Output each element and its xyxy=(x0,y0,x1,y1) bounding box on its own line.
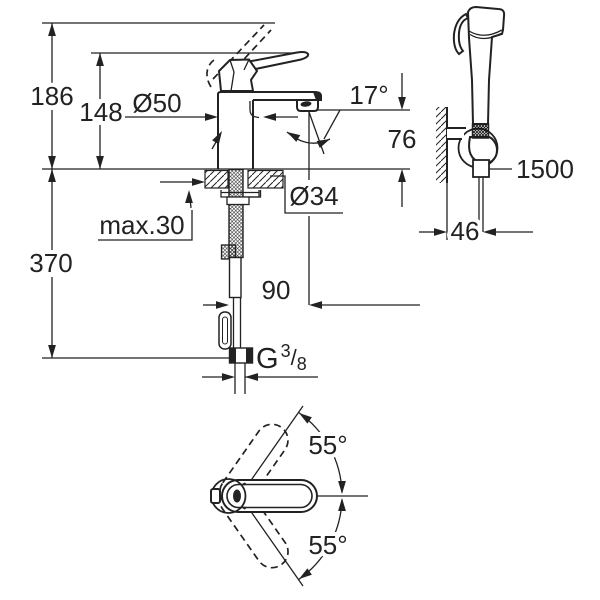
dim-stream-angle: 17° xyxy=(285,80,389,305)
reference-lines xyxy=(42,22,410,359)
wall-hatch xyxy=(436,107,447,183)
faucet-lever-joint xyxy=(217,58,259,92)
bracket-mask xyxy=(447,128,464,139)
arrowhead xyxy=(483,228,496,236)
thread-nut-side xyxy=(246,348,253,363)
dim-stream-angle-label: 17° xyxy=(349,80,388,110)
shank-tube xyxy=(228,256,242,299)
supply-hose xyxy=(232,297,242,349)
mounting-nut xyxy=(226,196,250,206)
wall-bracket xyxy=(447,127,466,140)
hose-fitting xyxy=(218,311,232,350)
swivel-leg-upper xyxy=(246,405,304,487)
arrowhead xyxy=(48,345,56,358)
front-view: 186 148 370 Ø50 xyxy=(25,22,420,394)
spout-end-cap xyxy=(313,92,321,100)
arrowhead xyxy=(48,156,56,169)
spray-grip xyxy=(471,123,490,139)
dim-below-deck-label: 370 xyxy=(29,248,72,278)
arrowhead xyxy=(48,169,56,182)
swivel-leg-lower xyxy=(246,505,304,587)
hose-connector xyxy=(472,159,490,178)
counter-slab-right xyxy=(247,169,284,189)
arrowhead xyxy=(185,190,193,203)
thread-denominator: 8 xyxy=(297,354,307,374)
faucet-lever-raised-ghost xyxy=(206,57,218,88)
dim-hose-length: 1500 xyxy=(489,154,574,184)
arrowhead xyxy=(222,373,235,381)
lock-nut xyxy=(220,244,237,260)
wall-spray-view: 1500 46 xyxy=(419,5,574,250)
dim-holder-depth: 46 xyxy=(419,212,533,250)
handle-dot xyxy=(243,482,246,486)
dim-spout-height-label: 76 xyxy=(388,124,417,154)
hose-fitting-inner xyxy=(222,316,228,345)
spray-hose xyxy=(478,177,484,232)
aerator-outlet xyxy=(300,101,312,107)
handle-cap xyxy=(233,489,241,503)
spray-face-lines xyxy=(468,29,503,40)
arrowhead xyxy=(316,135,332,149)
dim-below-deck: 370 xyxy=(25,169,77,358)
dim-total-height: 186 xyxy=(26,23,78,169)
dim-lever-height: 148 xyxy=(75,53,127,169)
arrowhead xyxy=(338,481,346,494)
arrowhead xyxy=(434,228,447,236)
threaded-shank xyxy=(228,168,244,259)
counter-slab-left xyxy=(204,169,229,189)
mounting-assembly xyxy=(218,168,262,394)
arrowhead xyxy=(96,156,104,169)
dim-total-height-label: 186 xyxy=(30,81,73,111)
thread-prefix: G xyxy=(256,343,279,375)
spray-trigger xyxy=(452,12,470,56)
mounting-step xyxy=(249,190,262,198)
dim-max-thickness-label: max.30 xyxy=(99,210,184,240)
countertop-cross-section xyxy=(204,169,284,189)
handle-inner-line xyxy=(226,483,313,509)
dim-hose-length-label: 1500 xyxy=(516,154,574,184)
dim-body-diameter-label: Ø50 xyxy=(132,88,181,118)
dim-spout-reach-label: 90 xyxy=(262,275,291,305)
thread-slash: / xyxy=(291,345,298,370)
arrowhead xyxy=(96,53,104,66)
thread-nut-side xyxy=(229,348,236,363)
dim-lever-height-label: 148 xyxy=(79,97,122,127)
thread-numerator: 3 xyxy=(281,341,291,361)
dim-holder-depth-label: 46 xyxy=(451,216,480,246)
handle-front-tab xyxy=(210,488,221,504)
faucet-front xyxy=(206,24,322,169)
spout-inner-curve xyxy=(249,101,260,119)
arrowhead xyxy=(338,498,346,511)
dim-spout-reach: 90 xyxy=(203,271,420,309)
plan-view: 55° 55° xyxy=(210,405,368,587)
hand-spray-body xyxy=(466,5,506,125)
dim-max-thickness: max.30 xyxy=(98,178,205,241)
supply-pipe xyxy=(234,363,246,394)
faucet-lever-joint-facets xyxy=(229,59,250,92)
spray-elbow xyxy=(468,136,499,165)
arrowhead xyxy=(192,178,205,186)
handle-dot xyxy=(243,506,246,510)
arrowhead xyxy=(48,23,56,36)
arrowhead xyxy=(263,113,276,121)
dim-hole-diameter-label: Ø34 xyxy=(289,181,338,211)
faucet-body xyxy=(217,91,322,169)
arrowhead xyxy=(398,97,406,110)
arrowhead xyxy=(398,169,406,182)
dim-spout-height: 76 xyxy=(384,73,420,207)
arrowhead xyxy=(216,301,229,309)
arrowhead xyxy=(205,113,218,121)
arrowhead xyxy=(309,301,322,309)
dim-body-diameter: Ø50 xyxy=(125,88,298,150)
dim-swivel-lower-label: 55° xyxy=(308,530,347,560)
dim-swivel-upper-label: 55° xyxy=(308,430,347,460)
